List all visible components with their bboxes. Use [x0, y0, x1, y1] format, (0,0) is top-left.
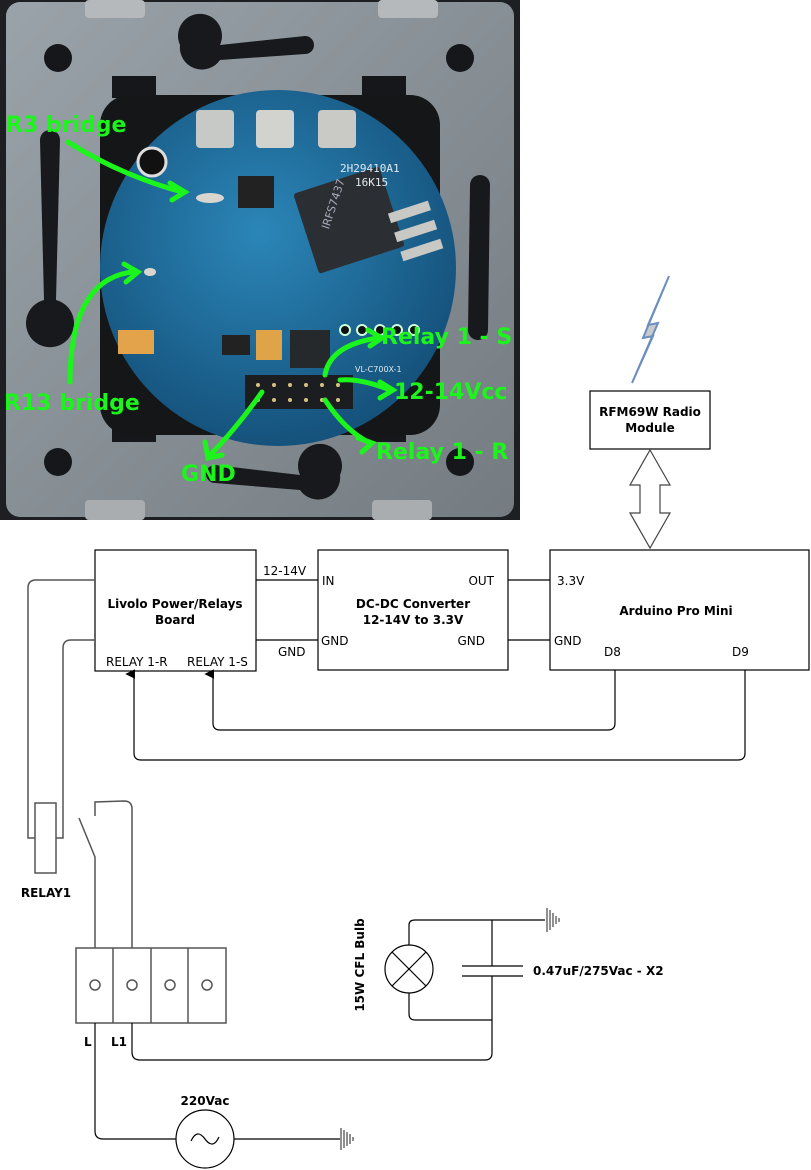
- arduino-box: [549, 549, 810, 671]
- dcdc-title-line1: DC-DC Converter: [356, 597, 470, 611]
- pin-out: OUT: [468, 574, 494, 588]
- radio-module-box: [589, 390, 711, 450]
- annotation-vcc: 12-14Vcc: [394, 380, 507, 405]
- mosfet-ic: IRFS7437: [294, 166, 444, 274]
- relay-switch-arm: [78, 817, 96, 948]
- annotation-relay-1-r: Relay 1 - R: [376, 440, 508, 465]
- tantalum-capacitor: [256, 330, 282, 360]
- pcb-marking: 16K15: [355, 176, 388, 189]
- wire-d8-relay-s: [204, 669, 616, 731]
- bidirectional-arrow-icon: [628, 448, 672, 550]
- wire-bulb-bottom: [408, 992, 492, 1021]
- wire-relay-coil-2: [55, 639, 95, 839]
- annotation-r3-bridge: R3 bridge: [6, 113, 126, 138]
- pcb-pad: [196, 110, 234, 148]
- wire-bulb-top: [408, 919, 545, 947]
- terminal-screw: [164, 979, 176, 991]
- wire-relay-coil-1: [27, 579, 95, 839]
- wire-d9-relay-r: [125, 669, 746, 761]
- plate-slot: [362, 76, 406, 98]
- terminal-label-l: L: [84, 1035, 92, 1049]
- bulb-icon: [384, 944, 434, 994]
- livolo-board-box: [94, 549, 257, 672]
- relay-coil: [34, 802, 57, 874]
- annotation-relay-1-s: Relay 1 - S: [381, 325, 512, 350]
- pin-relay-1-s: RELAY 1-S: [187, 655, 248, 669]
- plate-hole: [44, 448, 72, 476]
- wire-l1-to-load: [131, 1020, 493, 1061]
- r13-bridge-arrow: [67, 269, 135, 385]
- plate-hole: [446, 448, 474, 476]
- gnd-arrow: [207, 389, 265, 458]
- arduino-title: Arduino Pro Mini: [619, 604, 732, 618]
- terminal-screw: [126, 979, 138, 991]
- bulb-label: 15W CFL Bulb: [353, 918, 367, 1012]
- source-label: 220Vac: [181, 1094, 230, 1108]
- pcb-photo: IRFS7437 2H29410A1 16K15 VL-C700X-1 R3 b…: [0, 0, 520, 520]
- plate-hole: [446, 44, 474, 72]
- pin-relay-1-r: RELAY 1-R: [106, 655, 168, 669]
- r3-bridge-arrow: [65, 139, 185, 195]
- pin-d8: D8: [604, 645, 621, 659]
- ac-source-icon: [175, 1109, 235, 1169]
- plate-tab: [378, 0, 438, 18]
- keyhole-slot: [468, 175, 490, 340]
- tantalum-capacitor: [118, 330, 154, 354]
- dcdc-converter-box: [317, 549, 509, 671]
- radio-title-line2: Module: [625, 421, 675, 435]
- pcb-pad: [318, 110, 356, 148]
- plate-tab: [85, 500, 145, 520]
- pin-in: IN: [322, 574, 335, 588]
- ground-icon: [340, 1128, 354, 1150]
- keyhole-slot: [26, 130, 74, 348]
- sine-wave-icon: [190, 1133, 220, 1145]
- pcb-pad: [256, 110, 294, 148]
- plate-tab: [372, 500, 432, 520]
- plate-hole: [44, 44, 72, 72]
- small-ic: [222, 335, 250, 355]
- antenna-lightning-icon: [631, 275, 670, 384]
- plate-slot: [112, 76, 156, 98]
- pin-d9: D9: [732, 645, 749, 659]
- r3-bridge-solder: [196, 193, 224, 203]
- keyhole-slot: [178, 13, 314, 70]
- relay-contact-wire: [94, 800, 133, 948]
- vcc-arrow: [337, 377, 393, 393]
- terminal-label-l1: L1: [111, 1035, 127, 1049]
- relay-label: RELAY1: [21, 886, 71, 900]
- regulator-ic: [238, 176, 274, 208]
- ground-icon: [546, 908, 560, 932]
- pin-gnd: GND: [554, 634, 582, 648]
- keyhole-slot: [206, 443, 342, 500]
- pin-gnd-out: GND: [457, 634, 485, 648]
- plate-tab: [85, 0, 145, 18]
- wire-l-to-source: [94, 1023, 176, 1140]
- r13-bridge-solder: [144, 268, 156, 276]
- pcb-hole: [136, 146, 168, 178]
- pin-3v3: 3.3V: [557, 574, 585, 588]
- annotation-r13-bridge: R13 bridge: [4, 391, 140, 416]
- pin-gnd-in: GND: [321, 634, 349, 648]
- livolo-title-line1: Livolo Power/Relays: [107, 597, 242, 611]
- terminal-block: [75, 947, 227, 1024]
- driver-ic: [290, 330, 330, 368]
- wire-label-gnd: GND: [278, 645, 306, 659]
- annotation-gnd: GND: [181, 462, 236, 487]
- relay-s-arrow: [322, 335, 381, 378]
- dcdc-title-line2: 12-14V to 3.3V: [363, 613, 464, 627]
- terminal-screw: [201, 979, 213, 991]
- capacitor-label: 0.47uF/275Vac - X2: [533, 964, 664, 978]
- radio-title-line1: RFM69W Radio: [599, 405, 701, 419]
- wire-label-12-14v: 12-14V: [263, 564, 307, 578]
- livolo-title-line2: Board: [155, 613, 195, 627]
- pcb-marking: VL-C700X-1: [355, 365, 402, 374]
- terminal-screw: [89, 979, 101, 991]
- pcb-marking: 2H29410A1: [340, 162, 400, 175]
